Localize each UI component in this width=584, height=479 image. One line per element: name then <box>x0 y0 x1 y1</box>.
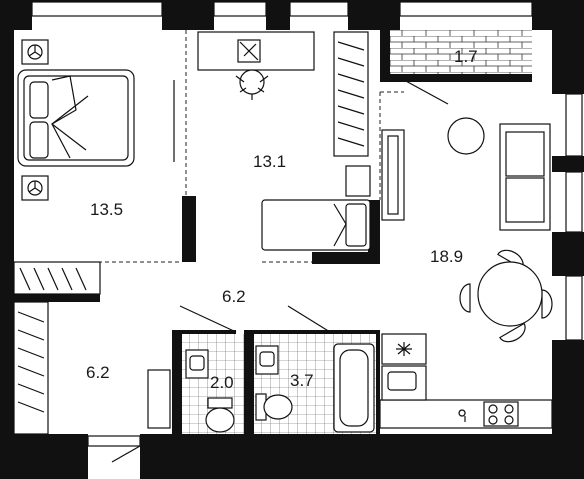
area-living: 18.9 <box>430 247 463 266</box>
office-chair-icon <box>235 69 269 100</box>
windows <box>31 1 583 447</box>
door-swings <box>111 80 331 463</box>
area-bath: 3.7 <box>290 371 314 390</box>
tv-unit <box>381 129 405 221</box>
kitchen-counter <box>379 333 553 429</box>
study-nightstand <box>345 165 371 197</box>
area-labels: 13.5 13.1 1.7 18.9 6.2 6.2 2.0 3.7 <box>86 47 478 392</box>
balcony <box>380 30 532 105</box>
wc-room <box>182 334 244 434</box>
area-bedroom: 13.5 <box>90 200 123 219</box>
bed <box>17 69 135 167</box>
bath-room <box>254 334 376 434</box>
area-wc: 2.0 <box>210 373 234 392</box>
nightstand-bottom-icon <box>21 175 49 201</box>
interior-walls <box>14 196 380 434</box>
dining-table <box>459 249 553 343</box>
shoe-bench <box>147 369 171 429</box>
wardrobe-entry-top <box>13 261 101 295</box>
bookshelf-study <box>333 31 369 157</box>
desk <box>197 31 315 71</box>
single-bed <box>261 199 371 251</box>
nightstand-top-icon <box>21 39 49 65</box>
area-hall: 6.2 <box>222 287 246 306</box>
sofa <box>499 123 551 231</box>
floor-lamp-icon <box>447 117 485 155</box>
wardrobe-entry-side <box>13 301 49 435</box>
area-entry: 6.2 <box>86 363 110 382</box>
area-balcony: 1.7 <box>454 47 478 66</box>
area-study: 13.1 <box>253 152 286 171</box>
